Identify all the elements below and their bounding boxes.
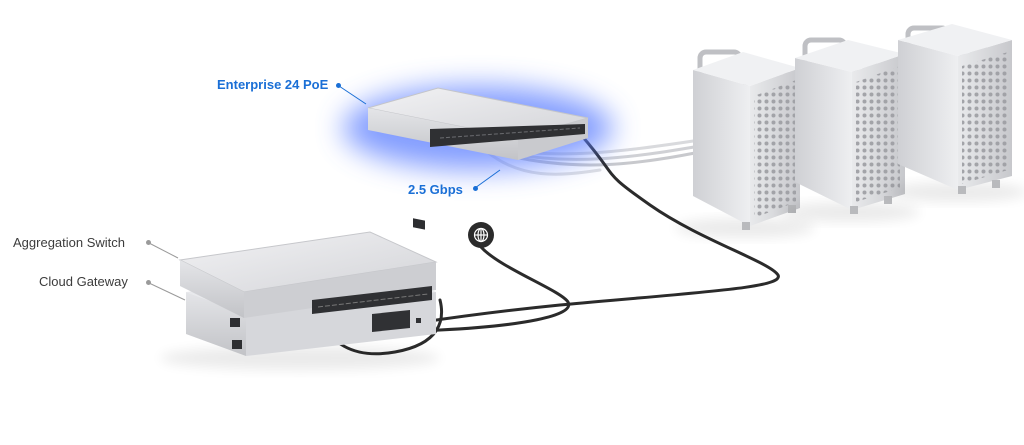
label-enterprise-switch: Enterprise 24 PoE <box>217 77 329 92</box>
server-tower-3[interactable] <box>888 24 1024 202</box>
server-tower-1[interactable] <box>675 49 815 238</box>
label-dot-aggregation <box>146 240 151 245</box>
label-cloud-gateway: Cloud Gateway <box>39 274 128 289</box>
label-dot-enterprise <box>336 83 341 88</box>
uplink-cable-enterprise <box>340 134 780 340</box>
leader-lines <box>148 85 501 301</box>
label-aggregation-switch: Aggregation Switch <box>13 235 126 250</box>
internet-node[interactable] <box>468 222 494 248</box>
switch-logo-panel <box>413 218 425 230</box>
enterprise-switch[interactable] <box>343 86 613 230</box>
gateway-logo-panel <box>232 340 242 349</box>
switch-port-strip <box>430 124 585 147</box>
label-link-speed: 2.5 Gbps <box>408 182 463 197</box>
aggregation-logo-panel <box>230 318 240 327</box>
aggregation-switch[interactable] <box>178 231 438 327</box>
globe-icon <box>473 227 489 243</box>
server-tower-2[interactable] <box>780 37 920 222</box>
label-dot-link-speed <box>473 186 478 191</box>
label-dot-gateway <box>146 280 151 285</box>
